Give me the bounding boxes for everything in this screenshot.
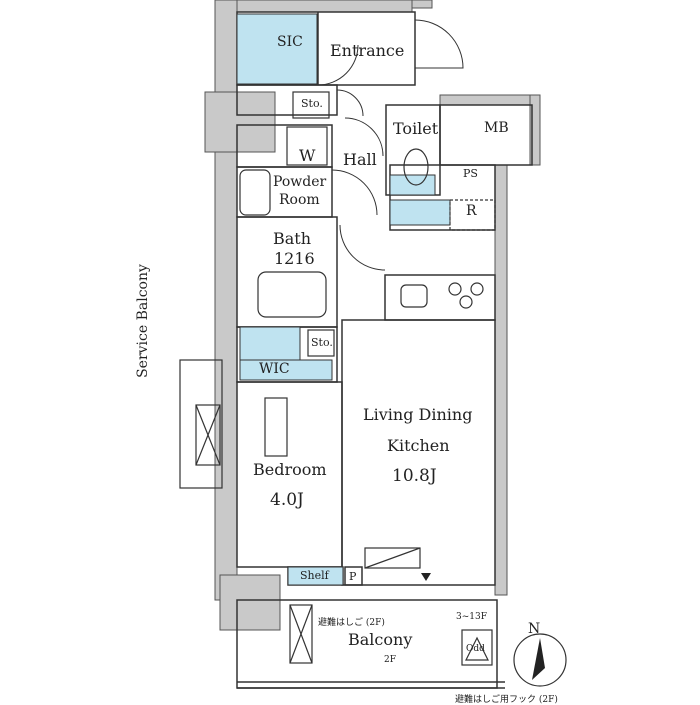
room-label-hall: Hall — [343, 150, 377, 169]
note-floor-2f: 2F — [384, 655, 396, 665]
room-label-ldk-1: Living Dining — [363, 405, 473, 424]
room-label-w: W — [299, 146, 316, 165]
room-label-storage-top: Sto. — [301, 97, 323, 110]
outer-walls — [204, 0, 541, 631]
room-label-ps: PS — [463, 167, 478, 180]
room-label-toilet: Toilet — [393, 119, 439, 138]
room-label-p: P — [349, 570, 357, 583]
room-label-service-balcony: Service Balcony — [134, 264, 151, 378]
note-odd: Odd — [466, 644, 485, 654]
note-ladder-2f: 避難はしご (2F) — [318, 618, 385, 628]
room-label-wic: WIC — [259, 361, 290, 377]
room-label-balcony: Balcony — [348, 630, 413, 649]
room-size-ldk: 10.8J — [392, 466, 437, 486]
note-hook-2f: 避難はしご用フック (2F) — [455, 695, 558, 705]
door-swings — [317, 19, 464, 271]
room-size-bedroom: 4.0J — [270, 490, 304, 510]
storage-fills — [236, 13, 451, 586]
room-label-ldk-2: Kitchen — [387, 436, 450, 455]
window-marker — [421, 573, 431, 581]
compass — [513, 633, 567, 687]
room-label-mb: MB — [484, 120, 509, 136]
interior-walls — [236, 11, 533, 689]
room-label-sic: SIC — [277, 34, 303, 50]
room-label-bath-2: 1216 — [274, 249, 315, 268]
room-label-powder-room-1: Powder — [273, 174, 327, 190]
room-label-entrance: Entrance — [330, 41, 405, 60]
room-label-storage-mid: Sto. — [311, 336, 333, 349]
compass-north-label: N — [528, 621, 541, 637]
note-floors-3-13: 3~13F — [456, 612, 487, 622]
room-label-bath-1: Bath — [273, 229, 312, 248]
room-label-powder-room-2: Room — [279, 192, 320, 208]
fixtures — [179, 91, 496, 666]
room-label-bedroom: Bedroom — [253, 460, 327, 479]
room-label-shelf: Shelf — [300, 569, 329, 582]
fixture-label-refrigerator: R — [466, 203, 477, 219]
